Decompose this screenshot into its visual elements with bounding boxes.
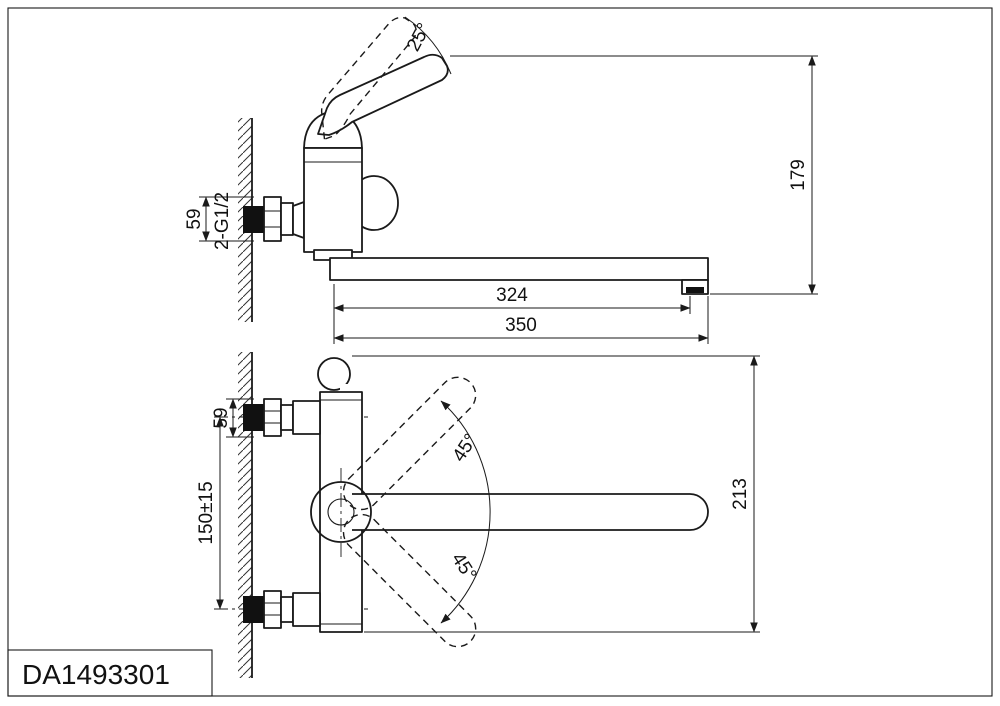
thread-label: 2-G1/2 bbox=[212, 192, 233, 250]
handle-angle-label: 25° bbox=[403, 20, 435, 55]
mounting-nut-side bbox=[263, 196, 282, 242]
eccentric-top bbox=[243, 398, 321, 437]
body-cylinder-side bbox=[303, 147, 363, 253]
eccentric-side bbox=[243, 206, 264, 233]
spout-tube bbox=[329, 257, 709, 281]
wall-section-front bbox=[238, 352, 253, 678]
mounting-centers-label: 150±15 bbox=[196, 481, 217, 544]
spout-side bbox=[313, 249, 709, 295]
drawing-frame bbox=[7, 7, 993, 697]
swivel-down-label: 45° bbox=[447, 549, 480, 585]
eccentric-bottom bbox=[243, 590, 321, 629]
escutcheon-dim-label-side: 59 bbox=[184, 208, 205, 229]
handle-lever bbox=[317, 53, 449, 136]
dim-spout-reach: 324 bbox=[333, 284, 691, 344]
side-view: 25° 59 2-G1/2 324 350 179 bbox=[184, 16, 818, 344]
spout-reach-label: 324 bbox=[496, 285, 528, 306]
model-number: DA1493301 bbox=[22, 659, 170, 690]
dim-spout-length: 350 bbox=[333, 296, 709, 344]
dim-height-side: 179 bbox=[450, 55, 818, 295]
height-dim-label-side: 179 bbox=[788, 159, 809, 191]
handle-lever-raised-dashed bbox=[320, 16, 417, 141]
height-dim-label-front: 213 bbox=[730, 478, 751, 510]
dim-mounting-centers: 150±15 bbox=[196, 416, 224, 610]
spacer-side bbox=[280, 202, 294, 236]
hook-ring bbox=[317, 357, 354, 396]
wall-fitting-side bbox=[243, 196, 305, 242]
dim-height-front: 213 bbox=[352, 355, 760, 633]
front-view: 45° 45° 59 150±15 213 bbox=[196, 352, 760, 678]
pivot-joint bbox=[310, 468, 372, 560]
swivel-up-label: 45° bbox=[449, 430, 482, 466]
title-block: DA1493301 bbox=[7, 649, 213, 697]
wall-hatching-front bbox=[238, 352, 252, 678]
dim-escutcheon-side: 59 bbox=[184, 196, 254, 242]
aerator bbox=[681, 279, 709, 295]
taper-side bbox=[292, 201, 305, 239]
spout-front bbox=[352, 493, 709, 531]
title-block-box bbox=[7, 649, 213, 697]
spout-length-label: 350 bbox=[505, 315, 537, 336]
escutcheon-dim-label-front: 59 bbox=[211, 407, 232, 428]
